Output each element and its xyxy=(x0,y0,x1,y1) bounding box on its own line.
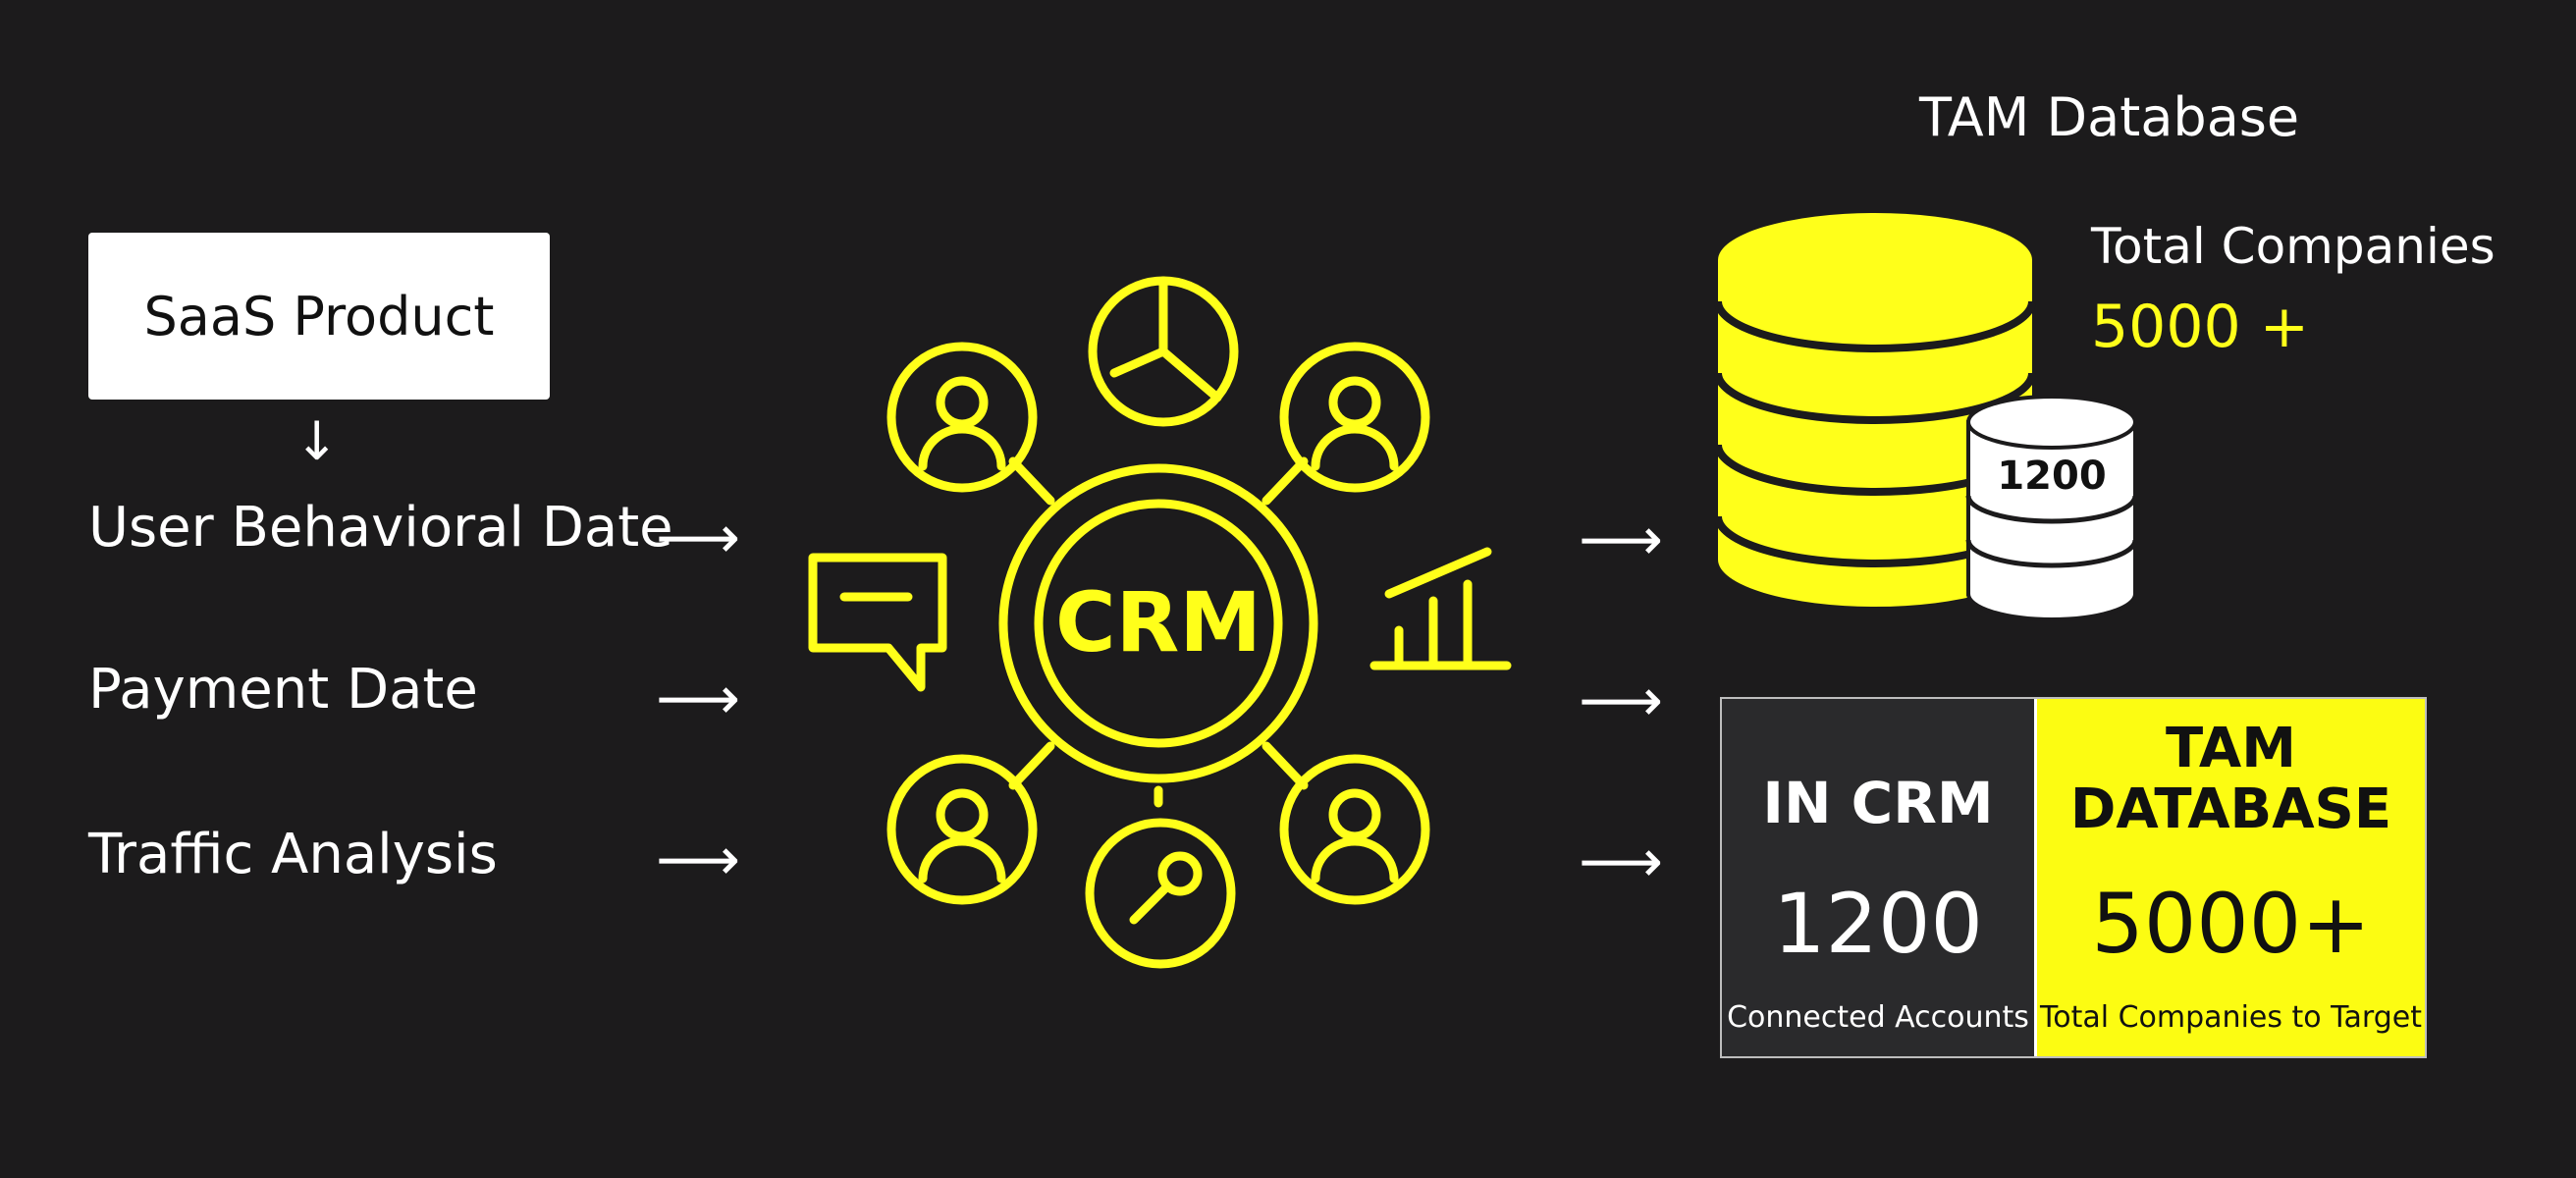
tam-value: 5000+ xyxy=(2091,876,2371,972)
summary-table: IN CRM 1200 Connected Accounts TAM DATAB… xyxy=(1720,697,2427,1058)
subset-value: 1200 xyxy=(1997,454,2106,499)
in-crm-panel: IN CRM 1200 Connected Accounts xyxy=(1722,699,2034,1056)
tam-heading-line2: DATABASE xyxy=(2069,777,2392,841)
user-icon-top-right xyxy=(1279,342,1430,493)
in-crm-caption: Connected Accounts xyxy=(1727,1000,2029,1035)
connector-line xyxy=(1008,741,1055,790)
user-icon-bottom-right xyxy=(1279,754,1430,905)
connector-line xyxy=(1008,456,1055,506)
user-icon-top-left xyxy=(886,342,1038,493)
in-crm-value: 1200 xyxy=(1773,876,1983,972)
right-arrow-icon: ⟶ xyxy=(1579,667,1664,735)
pie-chart-icon xyxy=(1088,276,1239,427)
input-label-payment: Payment Date xyxy=(88,658,478,722)
right-arrow-icon: ⟶ xyxy=(656,826,741,894)
total-companies-label: Total Companies xyxy=(2091,218,2496,275)
tam-caption: Total Companies to Target xyxy=(2040,1000,2422,1035)
tam-heading: TAM DATABASE xyxy=(2037,719,2425,840)
right-arrow-icon: ⟶ xyxy=(1579,506,1664,574)
tam-database-title: TAM Database xyxy=(1919,86,2300,148)
input-label-traffic: Traffic Analysis xyxy=(88,823,498,886)
database-stack-icon: 1200 xyxy=(1714,213,2138,621)
saas-product-label: SaaS Product xyxy=(143,285,495,348)
crm-label: CRM xyxy=(1055,574,1261,670)
crm-hub-illustration: CRM xyxy=(808,276,1512,969)
crm-inner-ring xyxy=(1034,499,1283,748)
bar-chart-icon xyxy=(1369,547,1512,670)
down-arrow-icon: ↓ xyxy=(295,410,340,472)
in-crm-heading: IN CRM xyxy=(1762,770,1994,836)
user-icon-bottom-left xyxy=(886,754,1038,905)
crm-outer-ring xyxy=(998,463,1318,783)
tam-heading-line1: TAM xyxy=(2166,717,2296,780)
right-arrow-icon: ⟶ xyxy=(656,504,741,572)
right-arrow-icon: ⟶ xyxy=(1579,828,1664,896)
search-icon xyxy=(1085,818,1236,969)
input-label-user-behavioral: User Behavioral Date xyxy=(88,496,673,560)
saas-product-box: SaaS Product xyxy=(88,233,550,400)
connector-line xyxy=(1261,456,1309,506)
small-database-icon: 1200 xyxy=(1965,395,2138,621)
connector-line xyxy=(1261,741,1309,790)
total-companies-value: 5000 + xyxy=(2091,293,2310,361)
chat-bubble-icon xyxy=(808,553,947,692)
tam-database-panel: TAM DATABASE 5000+ Total Companies to Ta… xyxy=(2034,699,2425,1056)
right-arrow-icon: ⟶ xyxy=(656,665,741,733)
